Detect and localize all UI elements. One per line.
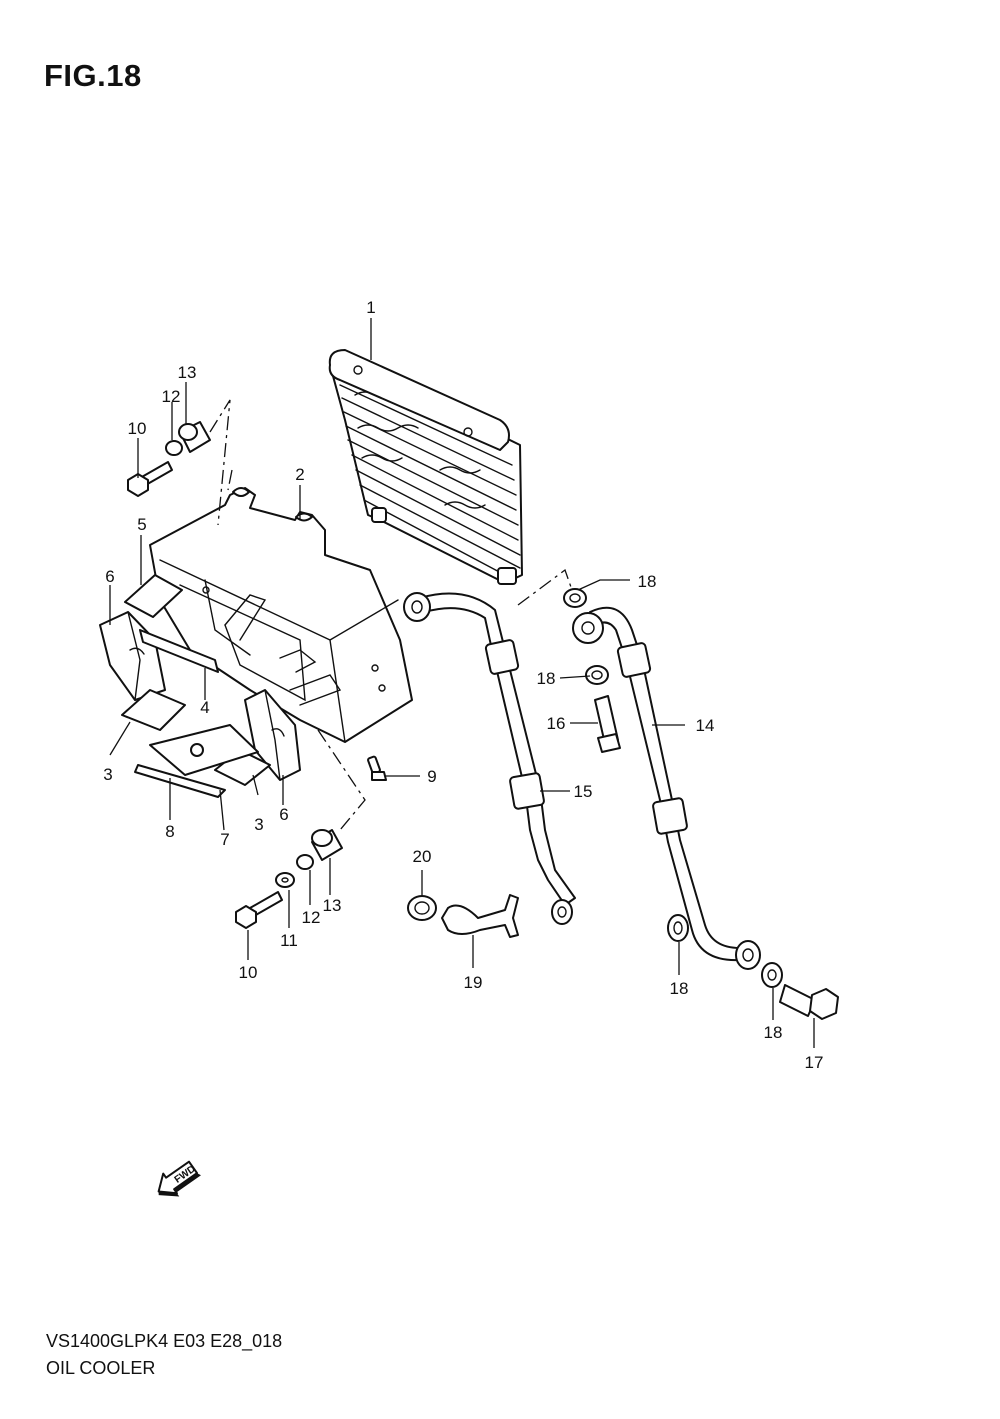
callout-12a: 12 [162,387,181,406]
cushion-5 [124,574,183,618]
washer-11 [275,872,295,888]
union-bolt-17 [779,984,839,1020]
callout-3b: 3 [254,815,263,834]
callout-10b: 10 [239,963,258,982]
gasket-18b [585,665,609,685]
bolt-10-lower [235,891,283,929]
callout-3a: 3 [103,765,112,784]
callout-19: 19 [464,973,483,992]
collar-12-upper [165,440,183,456]
callout-15: 15 [574,782,593,801]
callout-20: 20 [413,847,432,866]
grommet-20 [407,895,437,921]
gasket-18a [563,588,587,608]
callout-14: 14 [696,716,715,735]
strip-8 [134,764,226,798]
collar-12-lower [296,854,314,870]
oil-hose-15 [403,592,576,925]
oil-cooler-cover [149,487,413,743]
callout-18a: 18 [638,572,657,591]
callout-17: 17 [805,1053,824,1072]
cross-bar-4 [139,629,219,673]
union-bolt-16 [594,695,621,753]
callout-5: 5 [137,515,146,534]
callout-18c: 18 [670,979,689,998]
gasket-18c [667,914,689,942]
callout-8: 8 [165,822,174,841]
figure-title: FIG.18 [44,58,142,93]
callout-11: 11 [280,931,298,950]
callout-6a: 6 [105,567,114,586]
callout-18b: 18 [537,669,556,688]
callout-16: 16 [547,714,566,733]
callout-labels: 1 2 3 3 4 5 6 6 7 8 9 10 10 11 12 12 13 … [103,298,823,1072]
diagram-code: VS1400GLPK4 E03 E28_018 [46,1331,283,1351]
callout-7: 7 [220,830,229,849]
diagram-name: OIL COOLER [46,1358,156,1378]
callout-13a: 13 [178,363,197,382]
oil-hose-14 [572,606,761,970]
grommet-13-upper [178,421,211,453]
callout-13b: 13 [323,896,342,915]
oil-cooler-core [328,349,523,585]
fwd-arrow-icon: FWD [157,1160,201,1197]
cushion-3a [121,689,186,731]
gasket-18d [761,962,783,988]
callout-10a: 10 [128,419,147,438]
bolt-9 [367,755,387,781]
callout-18d: 18 [764,1023,783,1042]
assembly-lines [209,399,573,831]
callout-9: 9 [427,767,436,786]
callout-4: 4 [200,698,209,717]
grommet-13-lower [311,829,343,861]
callout-6b: 6 [279,805,288,824]
plate-7 [149,724,259,776]
bolt-10-upper [127,461,173,497]
leader-lines [109,318,815,1048]
clamp-19 [441,894,519,938]
bracket-left [99,611,166,701]
callout-2: 2 [295,465,304,484]
callout-12b: 12 [302,908,321,927]
callout-1: 1 [366,298,375,317]
